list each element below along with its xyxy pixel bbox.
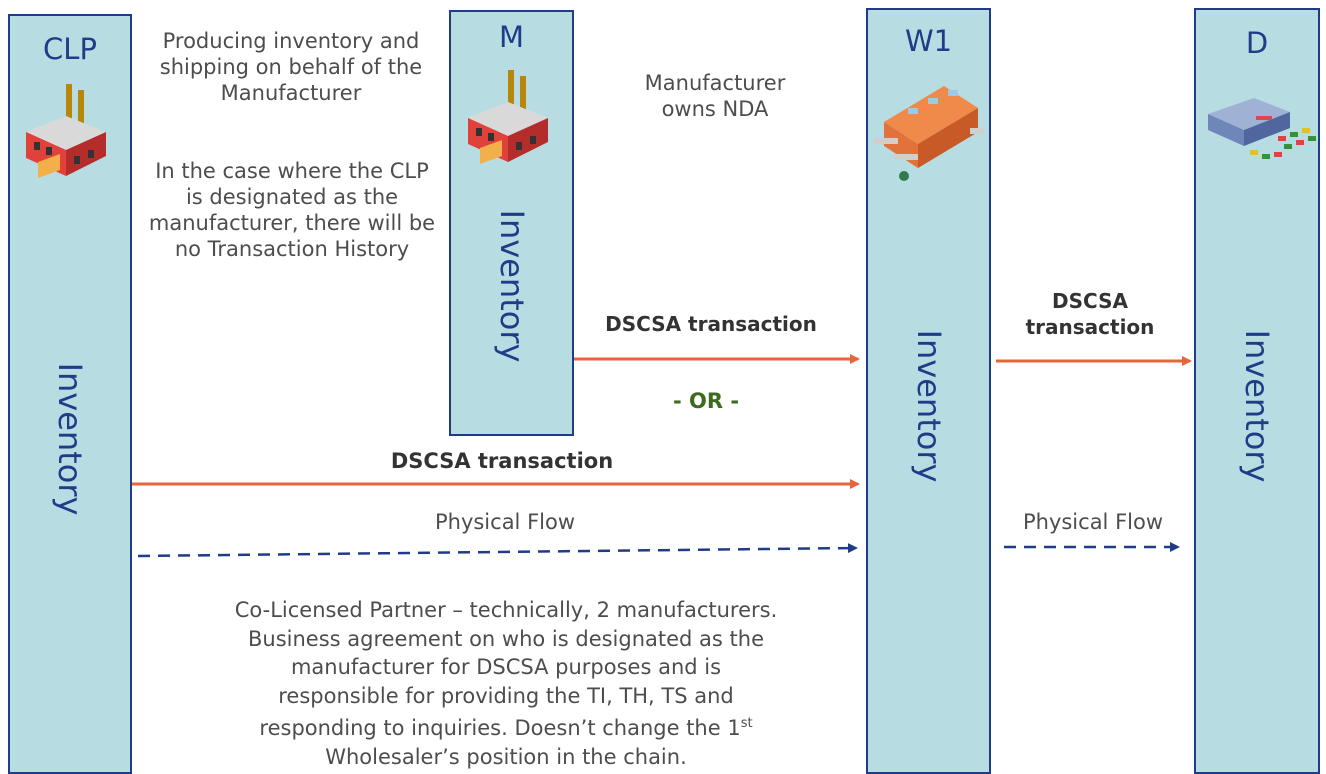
- arrow-physical-left: [137, 543, 858, 558]
- lane-title-w1: W1: [904, 24, 953, 58]
- label-w1-to-d: DSCSA transaction: [1000, 288, 1180, 340]
- note-bottom-line1: Co-Licensed Partner – technically, 2 man…: [234, 598, 778, 622]
- note-producing: Producing inventory and shipping on beha…: [159, 29, 423, 105]
- factory-icon: [26, 84, 106, 178]
- label-w1-to-d-line2: transaction: [1025, 315, 1155, 339]
- label-w1-to-d-line1: DSCSA: [1052, 289, 1128, 313]
- note-bottom-line2: Business agreement on who is designated …: [247, 626, 765, 651]
- note-owns-nda: Manufacturer owns NDA: [644, 71, 786, 121]
- note-bottom-line6: Wholesaler’s position in the chain.: [325, 744, 687, 769]
- warehouse-icon: [874, 86, 984, 181]
- lane-title-m: M: [498, 20, 525, 54]
- factory-icon: [468, 70, 548, 164]
- label-or: - OR -: [672, 389, 740, 413]
- lane-title-d: D: [1245, 26, 1269, 60]
- note-bottom-line3: manufacturer for DSCSA purposes and is: [290, 655, 722, 679]
- note-bottom: Co-Licensed Partner – technically, 2 man…: [156, 596, 856, 771]
- label-clp-to-w1: DSCSA transaction: [390, 449, 614, 473]
- distributor-icon: [1208, 98, 1316, 159]
- note-bottom-line4: responsible for providing the TI, TH, TS…: [278, 683, 734, 708]
- label-physical-left: Physical Flow: [434, 510, 576, 534]
- label-physical-right: Physical Flow: [1022, 510, 1164, 534]
- lane-title-clp: CLP: [43, 32, 97, 66]
- label-m-to-w1: DSCSA transaction: [605, 312, 817, 336]
- note-bottom-line5: responding to inquiries. Doesn’t change …: [156, 710, 856, 743]
- note-bottom-line5-text: responding to inquiries. Doesn’t change …: [259, 716, 741, 740]
- note-bottom-line5-sup: st: [740, 716, 753, 731]
- note-clp-case: In the case where the CLP is designated …: [148, 159, 436, 261]
